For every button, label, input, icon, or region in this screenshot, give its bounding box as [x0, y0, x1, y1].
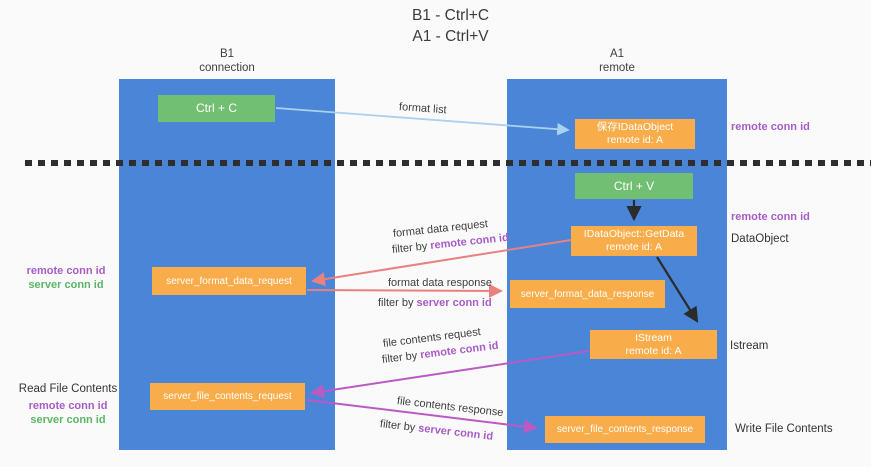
lane-a1-name: A1: [609, 48, 625, 60]
format-data-response-arrow: [306, 283, 503, 298]
save-idataobject-line2: remote id: A: [606, 134, 664, 146]
istream-node: IStream remote id: A: [590, 330, 717, 359]
right-write-file-contents-label: Write File Contents: [735, 423, 833, 435]
server-conn-id-highlight: server conn id: [417, 422, 494, 443]
right-istream-label: Istream: [730, 340, 769, 352]
filter-by-prefix: filter by: [378, 297, 417, 309]
right-dataobject-label: DataObject: [731, 233, 789, 245]
lane-b1-name: B1: [219, 48, 235, 60]
session-divider-dashed-line: [25, 160, 871, 166]
save-idataobject-line1: 保存IDataObject: [596, 121, 674, 133]
server-conn-id-highlight: server conn id: [416, 297, 492, 309]
left-server-conn-id-mid: server conn id: [28, 279, 104, 291]
server-format-data-request-node: server_format_data_request: [152, 267, 306, 295]
filter-by-prefix: filter by: [381, 349, 421, 366]
lane-header-a1: A1 remote: [507, 47, 727, 75]
page-title: B1 - Ctrl+C A1 - Ctrl+V: [30, 5, 871, 47]
left-server-conn-id-bottom: server conn id: [30, 414, 106, 426]
left-read-file-contents-label: Read File Contents: [18, 383, 118, 395]
ctrl-c-node: Ctrl + C: [158, 95, 275, 122]
getdata-line2: remote id: A: [605, 241, 663, 253]
server-file-contents-response-node: server_file_contents_response: [545, 416, 705, 443]
filter-by-server-label-2: filter by server conn id: [379, 418, 493, 443]
format-data-response-label: format data response: [388, 277, 492, 289]
right-remote-conn-id-mid: remote conn id: [731, 211, 810, 223]
file-contents-response-label: file contents response: [396, 395, 505, 420]
istream-line2: remote id: A: [625, 344, 682, 357]
right-remote-conn-id-top: remote conn id: [731, 121, 810, 133]
istream-line1: IStream: [635, 331, 672, 344]
left-remote-conn-id-mid: remote conn id: [26, 265, 106, 277]
server-file-contents-request-node: server_file_contents_request: [150, 383, 305, 410]
ctrl-v-node: Ctrl + V: [575, 173, 693, 199]
server-format-data-response-node: server_format_data_response: [510, 280, 665, 308]
title-line-2: A1 - Ctrl+V: [412, 28, 489, 45]
filter-by-prefix: filter by: [391, 240, 431, 256]
idataobject-getdata-node: IDataObject::GetData remote id: A: [571, 226, 697, 256]
format-list-label: format list: [398, 101, 447, 117]
filter-by-server-label-1: filter by server conn id: [378, 297, 492, 309]
save-idataobject-node: 保存IDataObject remote id: A: [575, 119, 695, 149]
lane-header-b1: B1 connection: [119, 47, 335, 75]
getdata-line1: IDataObject::GetData: [583, 228, 685, 240]
title-line-1: B1 - Ctrl+C: [411, 7, 490, 24]
filter-by-prefix: filter by: [379, 418, 419, 435]
lane-a1-role: remote: [599, 62, 635, 74]
left-remote-conn-id-bottom: remote conn id: [28, 400, 108, 412]
lane-b1-role: connection: [199, 62, 255, 74]
